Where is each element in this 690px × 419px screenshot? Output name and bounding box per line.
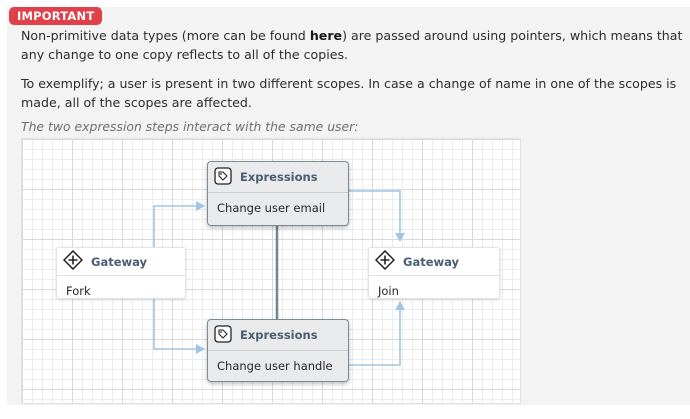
- important-callout: IMPORTANT Non-primitive data types (more…: [7, 7, 690, 405]
- flow-diagram-canvas: Gateway Fork Gateway Join Expressions Ch…: [21, 138, 521, 404]
- gateway-join-node[interactable]: Gateway Join: [368, 247, 500, 299]
- expression-email-title: Expressions: [240, 170, 318, 184]
- expression-handle-node[interactable]: Expressions Change user handle: [207, 319, 349, 382]
- connector-handle-to-join: [348, 301, 405, 366]
- connector-fork-to-handle: [153, 299, 205, 354]
- paragraph-pointers: Non-primitive data types (more can be fo…: [21, 26, 683, 64]
- gateway-diamond-icon: [62, 249, 84, 273]
- gateway-diamond-icon: [374, 249, 396, 273]
- expression-handle-label: Change user handle: [217, 359, 333, 373]
- gateway-join-label: Join: [378, 284, 399, 298]
- flow-connectors: [153, 190, 405, 366]
- gateway-fork-title: Gateway: [91, 254, 148, 269]
- expression-handle-title: Expressions: [240, 328, 318, 342]
- gateway-fork-label: Fork: [66, 284, 91, 298]
- diagram-caption: The two expression steps interact with t…: [21, 119, 359, 134]
- paragraph-pointers-text-end: ) are passed around using pointers, whic…: [21, 28, 683, 62]
- expression-tag-icon: [214, 324, 232, 346]
- important-badge: IMPORTANT: [9, 7, 103, 25]
- expression-tag-icon: [214, 166, 232, 188]
- here-link[interactable]: here: [309, 28, 343, 43]
- paragraph-pointers-text-start: Non-primitive data types (more can be fo…: [21, 28, 310, 43]
- gateway-fork-node[interactable]: Gateway Fork: [56, 247, 186, 299]
- paragraph-example: To exemplify; a user is present in two d…: [21, 76, 677, 110]
- expression-email-label: Change user email: [217, 201, 326, 215]
- connector-fork-to-email: [153, 201, 205, 247]
- connector-email-to-join: [348, 190, 405, 242]
- gateway-join-title: Gateway: [403, 254, 460, 269]
- expression-email-node[interactable]: Expressions Change user email: [207, 161, 349, 226]
